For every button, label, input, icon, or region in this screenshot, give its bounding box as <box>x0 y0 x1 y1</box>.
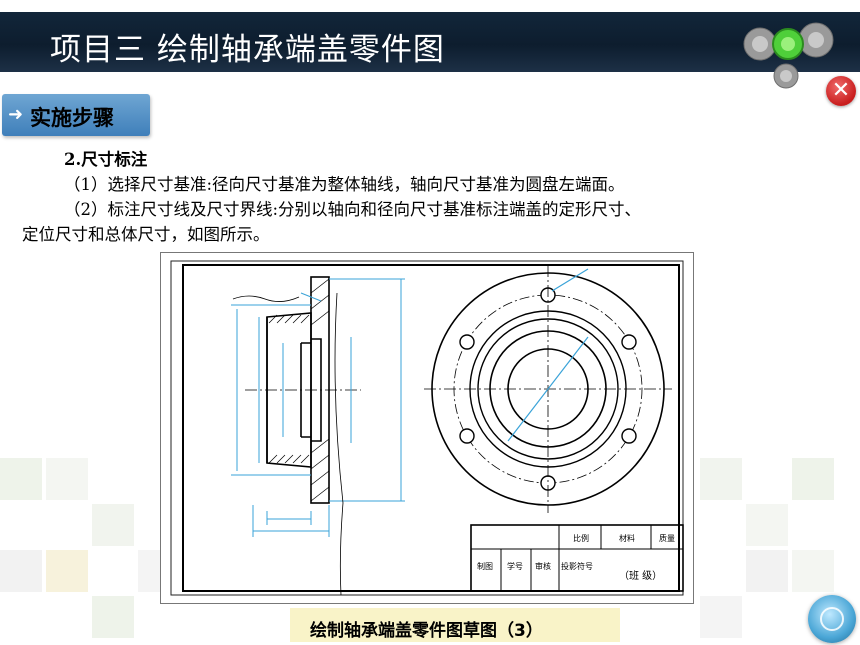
tb-reviewed: 审核 <box>535 561 551 571</box>
section-tab-label: 实施步骤 <box>30 106 114 130</box>
home-icon <box>820 607 844 631</box>
front-view <box>424 265 672 513</box>
close-button[interactable]: ✕ <box>826 76 856 106</box>
step-heading: 2.尺寸标注 <box>64 150 148 169</box>
tb-drawn: 制图 <box>477 561 493 571</box>
arrow-right-icon: ➜ <box>8 104 24 125</box>
hatching <box>268 278 330 502</box>
home-button[interactable] <box>808 595 856 643</box>
step-line-1: （1）选择尺寸基准:径向尺寸基准为整体轴线，轴向尺寸基准为圆盘左端面。 <box>64 175 625 194</box>
drawing-figure: 比例 材料 质量 制图 学号 审核 投影符号 （班 级） <box>160 252 694 604</box>
drawing-svg: 比例 材料 质量 制图 学号 审核 投影符号 （班 级） <box>170 260 684 596</box>
background-tiles <box>0 458 860 645</box>
break-line <box>334 292 344 596</box>
figure-caption: 绘制轴承端盖零件图草图（3） <box>310 621 543 641</box>
caption-background <box>290 608 620 642</box>
title-bar: 项目三 绘制轴承端盖零件图 <box>0 12 860 72</box>
section-tab: ➜ 实施步骤 <box>2 94 150 136</box>
tb-student-no: 学号 <box>507 561 523 571</box>
tb-class: （班 级） <box>619 570 662 582</box>
close-icon: ✕ <box>831 78 851 103</box>
page-title: 项目三 绘制轴承端盖零件图 <box>50 32 445 68</box>
tb-mass: 质量 <box>659 533 675 543</box>
tb-scale: 比例 <box>573 533 589 543</box>
title-block <box>470 524 684 592</box>
step-line-2: （2）标注尺寸线及尺寸界线:分别以轴向和径向尺寸基准标注端盖的定形尺寸、 <box>64 200 642 219</box>
tb-material: 材料 <box>619 533 635 543</box>
step-line-3: 定位尺寸和总体尺寸，如图所示。 <box>22 225 270 244</box>
gears-icon <box>743 22 834 89</box>
dimension-lines <box>231 278 405 537</box>
tb-projection: 投影符号 <box>561 561 593 571</box>
